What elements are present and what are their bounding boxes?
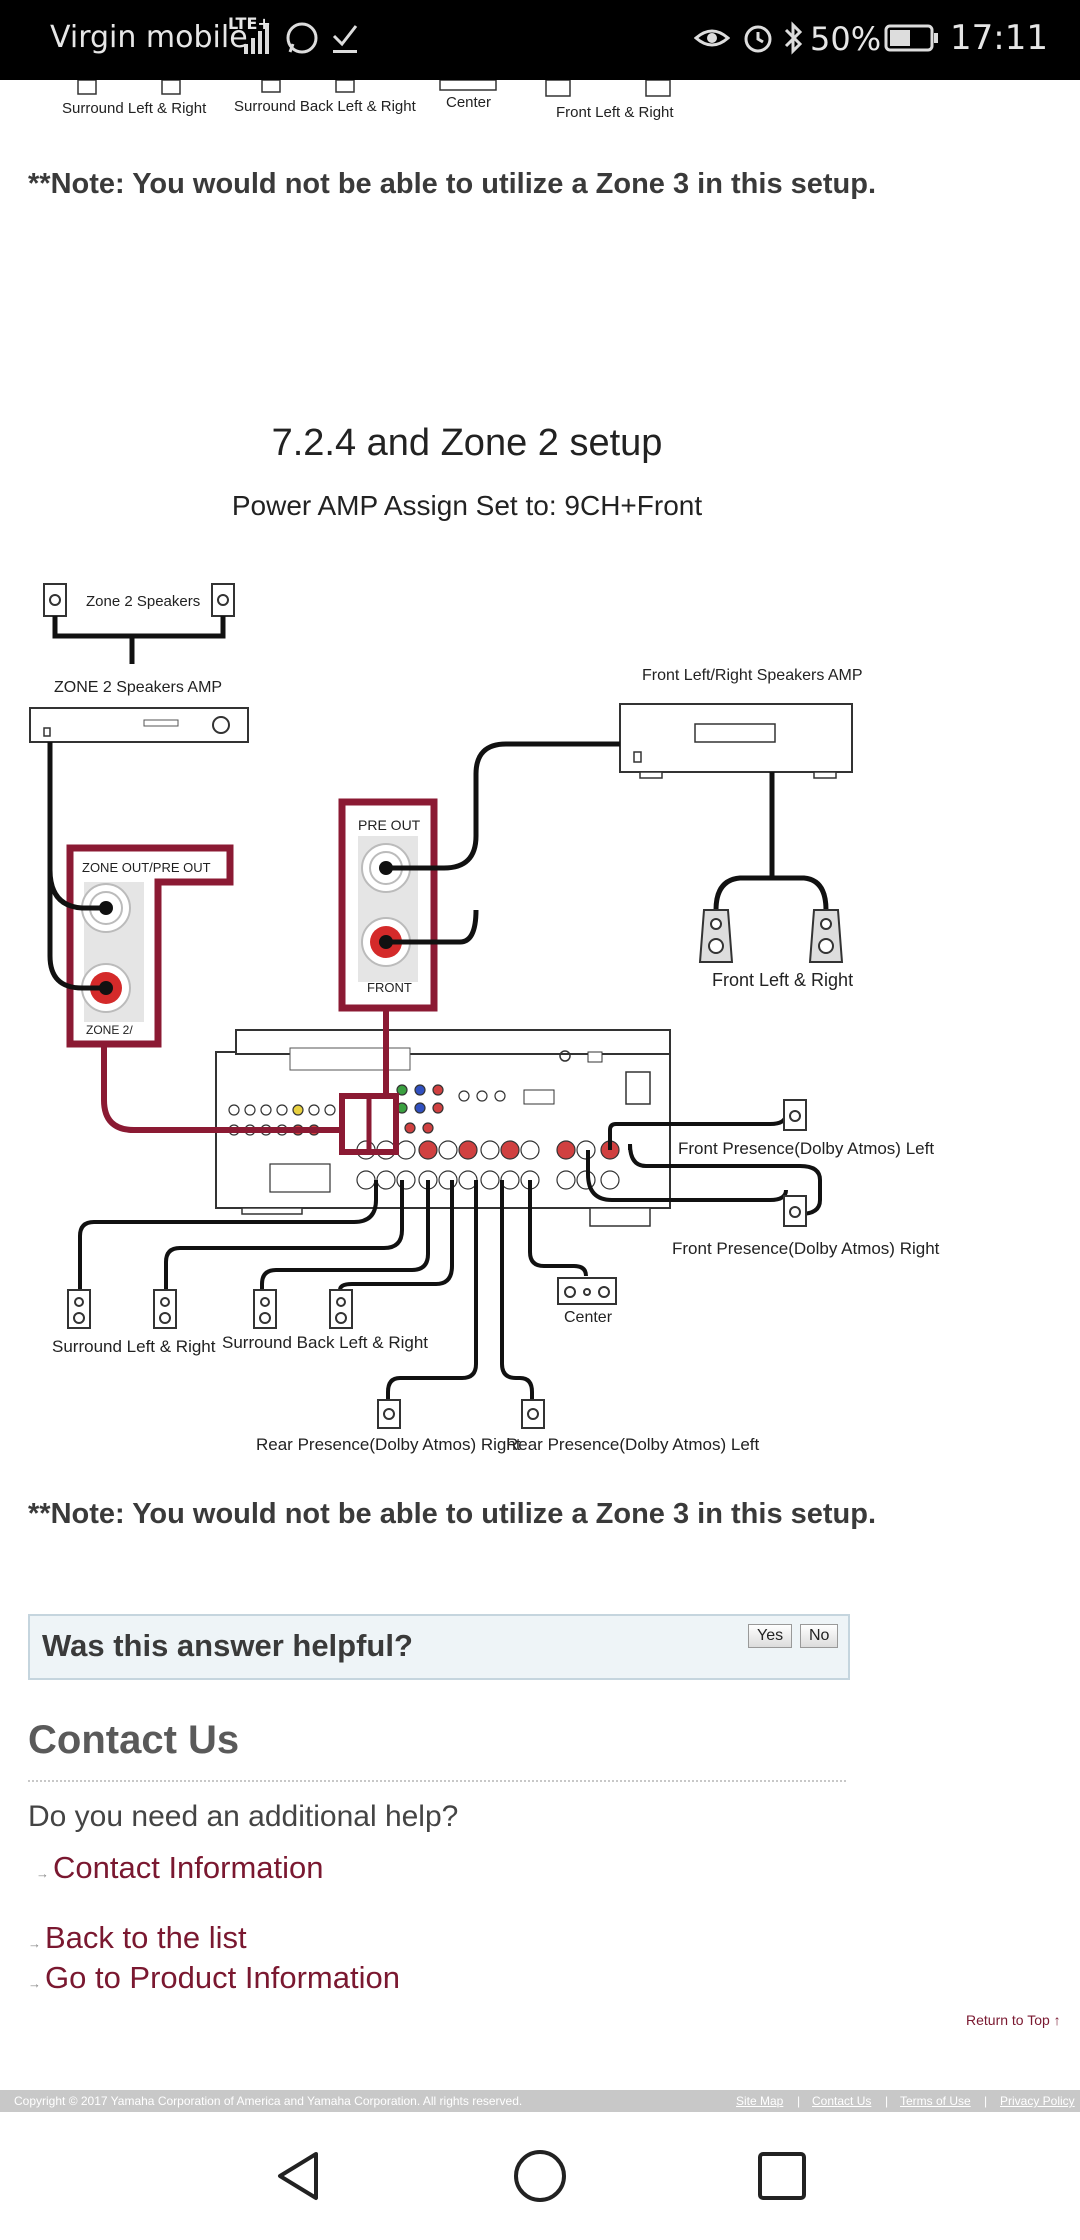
divider — [28, 1780, 846, 1782]
footer-separator: | — [797, 2094, 801, 2108]
label-front-lr: Front Left & Right — [712, 970, 853, 990]
footer-separator: | — [984, 2094, 988, 2108]
network-type: LTE+ — [228, 14, 271, 33]
front-lr-speakers — [698, 909, 844, 963]
label-front-amp: Front Left/Right Speakers AMP — [642, 667, 863, 684]
wiring-diagram: 7.2.4 and Zone 2 setup Power AMP Assign … — [29, 422, 940, 1454]
battery-icon — [884, 24, 938, 52]
note-zone3-top: **Note: You would not be able to utilize… — [28, 168, 877, 200]
label-surround-lr-top: Surround Left & Right — [62, 100, 207, 117]
footer-separator: | — [885, 2094, 889, 2108]
alarm-icon — [744, 25, 772, 53]
copyright-text: Copyright © 2017 Yamaha Corporation of A… — [14, 2094, 523, 2108]
label-center: Center — [564, 1309, 613, 1326]
home-nav-icon[interactable] — [512, 2148, 568, 2204]
eye-icon — [694, 29, 730, 47]
battery-percent: 50% — [810, 20, 882, 58]
product-information-label: Go to Product Information — [45, 1960, 400, 1995]
footer-link-privacy[interactable]: Privacy Policy — [1000, 2094, 1075, 2108]
footer-link-site-map[interactable]: Site Map — [736, 2094, 784, 2108]
status-bar: Virgin mobile LTE+ 50% 17:11 — [0, 0, 1080, 80]
previous-diagram-fragment: Surround Left & Right Surround Back Left… — [62, 80, 674, 121]
label-zone2-amp: ZONE 2 Speakers AMP — [54, 679, 222, 696]
product-information-link[interactable]: → Go to Product Information — [28, 1960, 400, 1996]
link-arrow-icon: → — [36, 1866, 49, 1881]
site-footer: Copyright © 2017 Yamaha Corporation of A… — [0, 2090, 1080, 2112]
label-rear-left: Rear Presence(Dolby Atmos) Left — [506, 1435, 759, 1454]
label-surround-back: Surround Back Left & Right — [222, 1333, 428, 1352]
diagram-title: 7.2.4 and Zone 2 setup — [272, 422, 663, 464]
diagram-subtitle: Power AMP Assign Set to: 9CH+Front — [232, 490, 702, 521]
return-to-top-link[interactable]: Return to Top ↑ — [966, 2012, 1061, 2028]
back-to-list-label: Back to the list — [45, 1920, 247, 1955]
label-zone2-speakers: Zone 2 Speakers — [86, 593, 200, 610]
whatsapp-icon — [286, 22, 318, 54]
zone2-amp-unit — [29, 707, 249, 743]
recents-nav-icon[interactable] — [756, 2150, 808, 2202]
label-front: FRONT — [367, 980, 412, 995]
carrier-name: Virgin mobile — [50, 20, 248, 55]
label-center-top: Center — [446, 94, 491, 111]
android-nav-bar — [0, 2112, 1080, 2240]
footer-link-terms[interactable]: Terms of Use — [900, 2094, 971, 2108]
label-pre-out: PRE OUT — [358, 817, 421, 833]
label-surround-back-top: Surround Back Left & Right — [234, 98, 417, 115]
feedback-box: Was this answer helpful? Yes No — [28, 1614, 850, 1680]
front-amp-unit — [619, 703, 853, 773]
link-arrow-icon: → — [28, 1976, 41, 1991]
contact-prompt: Do you need an additional help? — [28, 1800, 459, 1833]
back-to-list-link[interactable]: → Back to the list — [28, 1920, 247, 1956]
label-zone2: ZONE 2/ — [86, 1023, 133, 1037]
signal-icon — [244, 24, 269, 54]
no-button[interactable]: No — [800, 1624, 839, 1648]
contact-information-link[interactable]: → Contact Information — [36, 1850, 324, 1886]
footer-link-contact-us[interactable]: Contact Us — [812, 2094, 872, 2108]
label-rear-right: Rear Presence(Dolby Atmos) Right — [256, 1435, 521, 1454]
note-zone3-bottom: **Note: You would not be able to utilize… — [28, 1498, 877, 1530]
zone2-speakers: Zone 2 Speakers — [43, 583, 235, 664]
clock-time: 17:11 — [950, 18, 1048, 58]
feedback-question: Was this answer helpful? — [42, 1628, 413, 1663]
label-fp-left: Front Presence(Dolby Atmos) Left — [678, 1139, 934, 1158]
contact-title: Contact Us — [28, 1718, 240, 1762]
label-zone-out: ZONE OUT/PRE OUT — [82, 860, 211, 875]
bluetooth-icon — [784, 21, 803, 55]
contact-information-label: Contact Information — [53, 1850, 324, 1885]
yes-button[interactable]: Yes — [748, 1624, 793, 1648]
label-front-lr-top: Front Left & Right — [556, 104, 674, 121]
link-arrow-icon: → — [28, 1936, 41, 1951]
label-fp-right: Front Presence(Dolby Atmos) Right — [672, 1239, 940, 1258]
back-nav-icon[interactable] — [272, 2148, 324, 2204]
check-download-icon — [332, 25, 358, 53]
label-surround-lr: Surround Left & Right — [52, 1337, 216, 1356]
